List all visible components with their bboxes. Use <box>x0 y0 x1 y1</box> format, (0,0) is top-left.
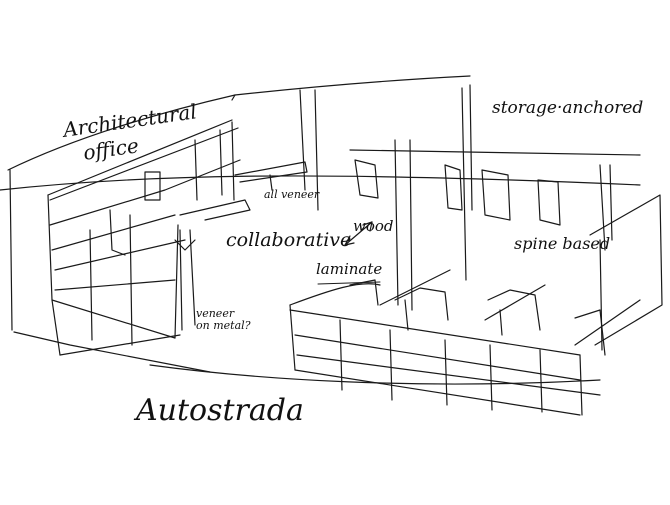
architectural-office-unit <box>47 119 308 356</box>
room-outline <box>0 75 641 385</box>
label-all-veneer: all veneer <box>264 188 320 201</box>
laminate-underline <box>317 281 381 285</box>
wood-laminate-arrow <box>344 221 373 246</box>
label-spine-based: spine based <box>514 234 611 253</box>
label-collaborative: collaborative <box>226 229 352 251</box>
label-wood: wood <box>353 217 394 235</box>
label-storage-anchored: storage·anchored <box>492 98 644 118</box>
label-veneer-line2: on metal? <box>196 319 251 332</box>
spine-based-workstations <box>289 139 663 416</box>
sketch-title: Autostrada <box>136 393 304 428</box>
label-laminate: laminate <box>316 260 383 278</box>
label-veneer-line1: veneer <box>196 307 235 320</box>
label-veneer-on-metal: veneer on metal? <box>196 308 251 332</box>
